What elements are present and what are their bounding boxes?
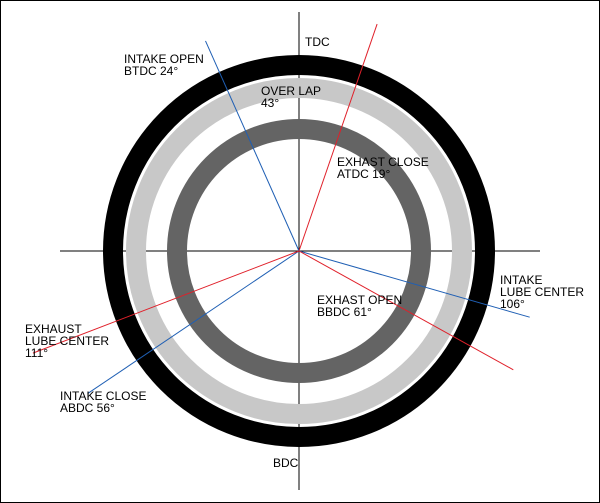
intake-open-label: INTAKE OPEN BTDC 24° bbox=[124, 52, 204, 78]
intake-close-line bbox=[87, 250, 300, 395]
overlap-label: OVER LAP 43° bbox=[261, 84, 322, 110]
exhaust-open-line bbox=[298, 250, 514, 371]
bdc-label: BDC bbox=[273, 456, 299, 470]
outer-ring bbox=[103, 55, 495, 447]
intake-lube-center-line bbox=[298, 250, 530, 318]
intake-duration-ring bbox=[126, 78, 472, 424]
exhaust-lube-center-line bbox=[32, 250, 300, 354]
exhaust-close-line bbox=[298, 23, 378, 252]
intake-lube-center-label: INTAKE LUBE CENTER 106° bbox=[500, 273, 585, 311]
tdc-label: TDC bbox=[305, 35, 330, 49]
intake-close-label: INTAKE CLOSE ABDC 56° bbox=[60, 389, 147, 415]
exhaust-duration-ring bbox=[167, 119, 431, 383]
exhaust-open-label: EXHAST OPEN BBDC 61° bbox=[317, 293, 403, 319]
intake-open-line bbox=[205, 40, 300, 252]
exhaust-close-label: EXHAST CLOSE ATDC 19° bbox=[337, 155, 429, 181]
exhaust-lube-center-label: EXHAUST LUBE CENTER 111° bbox=[25, 322, 110, 360]
